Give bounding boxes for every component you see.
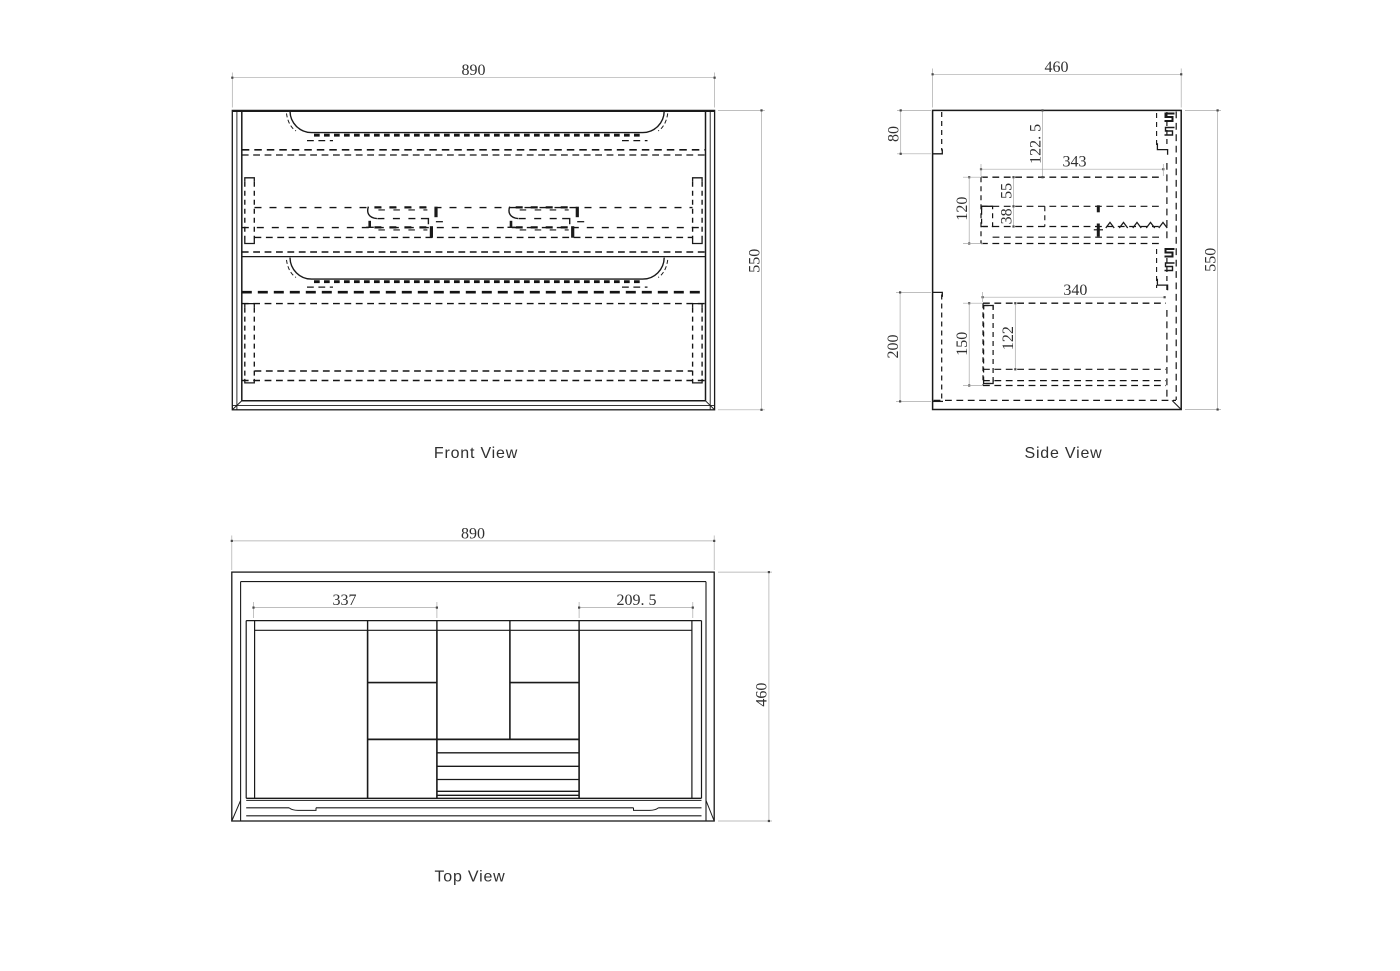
svg-text:460: 460 — [1045, 59, 1069, 76]
svg-text:460: 460 — [754, 683, 771, 707]
svg-text:38: 38 — [999, 208, 1016, 224]
svg-text:122. 5: 122. 5 — [1027, 124, 1044, 164]
svg-text:209. 5: 209. 5 — [617, 592, 657, 609]
svg-text:890: 890 — [462, 62, 486, 79]
svg-text:200: 200 — [885, 335, 902, 359]
svg-text:337: 337 — [333, 592, 357, 609]
svg-text:Side View: Side View — [1024, 445, 1102, 462]
svg-text:340: 340 — [1063, 282, 1087, 299]
svg-text:550: 550 — [1202, 248, 1219, 272]
svg-text:80: 80 — [886, 126, 903, 142]
svg-text:120: 120 — [954, 197, 971, 221]
svg-text:122: 122 — [1000, 326, 1017, 350]
svg-text:343: 343 — [1063, 153, 1087, 170]
svg-text:890: 890 — [461, 525, 485, 542]
svg-text:55: 55 — [999, 183, 1016, 199]
svg-text:Front View: Front View — [434, 445, 518, 462]
svg-text:150: 150 — [954, 332, 971, 356]
svg-text:Top View: Top View — [434, 868, 505, 885]
svg-text:550: 550 — [746, 249, 763, 273]
